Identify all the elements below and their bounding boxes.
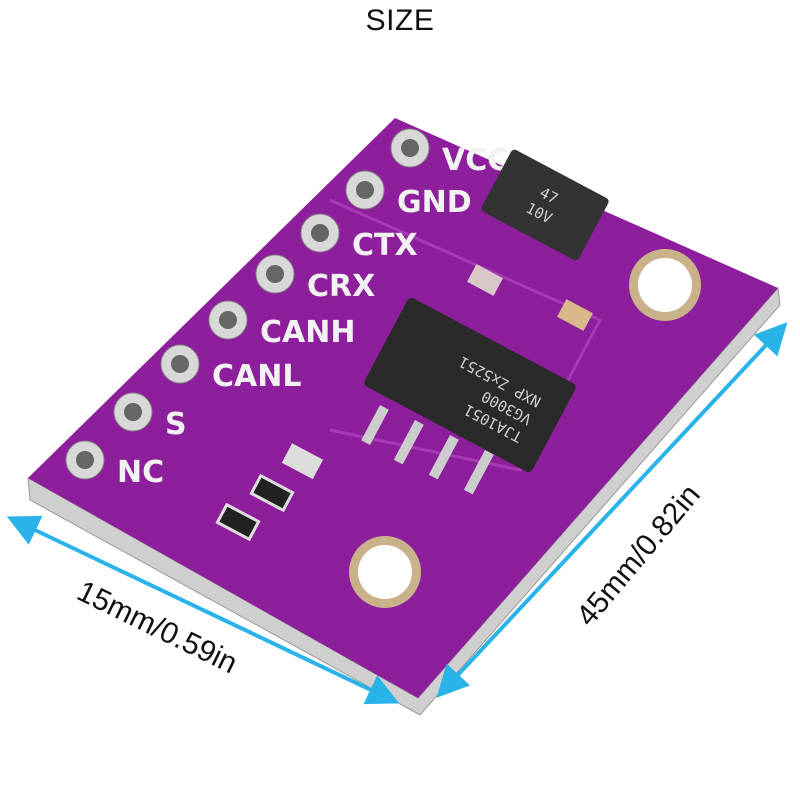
smd-capacitor bbox=[281, 443, 324, 480]
pin-label: S bbox=[165, 407, 187, 442]
page-title: SIZE bbox=[365, 4, 435, 37]
pin-label: NC bbox=[117, 455, 164, 490]
smd-capacitor bbox=[467, 264, 503, 296]
width-arrow bbox=[6, 515, 400, 705]
pin-label: CTX bbox=[352, 228, 418, 263]
height-arrow bbox=[436, 322, 788, 698]
pin-canl: CANL bbox=[160, 344, 301, 394]
pin-s: S bbox=[113, 392, 187, 442]
pin-label: GND bbox=[397, 185, 472, 220]
pin-label: VCC bbox=[442, 143, 509, 178]
pin-crx: CRX bbox=[255, 254, 375, 304]
pin-label: CANH bbox=[260, 315, 355, 350]
pin-canh: CANH bbox=[208, 300, 355, 350]
pin-ctx: CTX bbox=[300, 213, 418, 263]
resistor bbox=[249, 473, 295, 513]
pin-gnd: GND bbox=[345, 170, 472, 220]
pin-vcc: VCC bbox=[390, 128, 509, 178]
pin-nc: NC bbox=[65, 440, 164, 490]
pin-label: CRX bbox=[307, 269, 375, 304]
pin-label: CANL bbox=[212, 359, 301, 394]
capacitor: 47 10V bbox=[481, 149, 609, 261]
